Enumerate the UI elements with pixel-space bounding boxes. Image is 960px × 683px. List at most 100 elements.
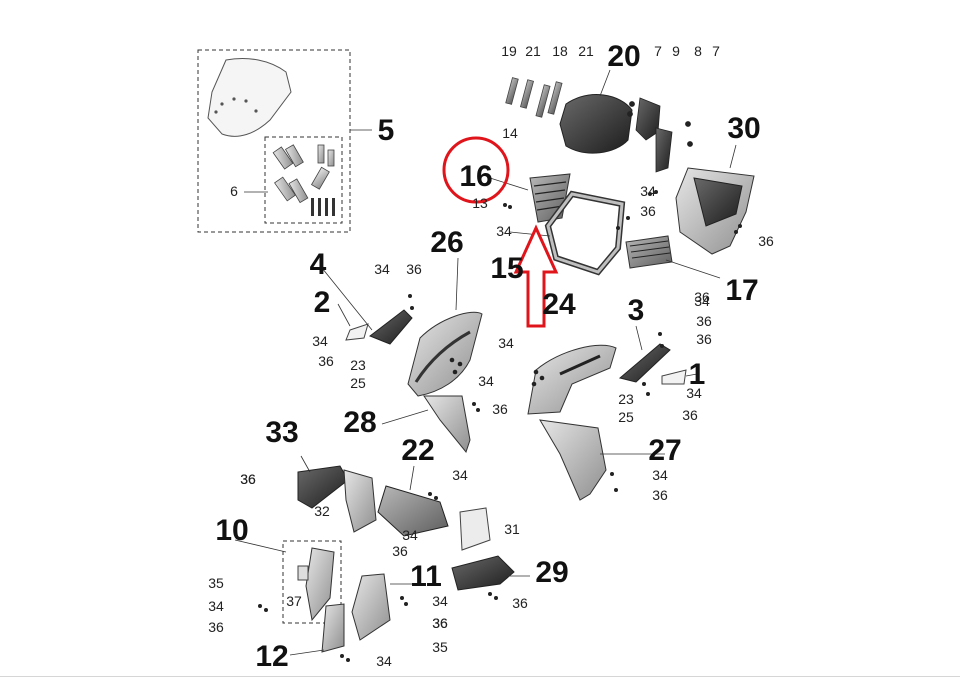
ref-number: 35 [208, 575, 224, 591]
part-27-lower-right [539, 419, 607, 501]
ref-number: 36 [758, 233, 774, 249]
ref-number: 34 [686, 385, 702, 401]
ref-number: 19 [501, 43, 517, 59]
part-15-frame-highlight [546, 192, 624, 274]
ref-number: 36 [240, 471, 256, 487]
ref-number: 34 [496, 223, 512, 239]
ref-number: 34 [452, 467, 468, 483]
ref-number: 34 [478, 373, 494, 389]
fasteners [258, 190, 742, 662]
callout-29: 29 [535, 556, 568, 589]
callout-20: 20 [607, 40, 640, 73]
part-28-lower-left [423, 395, 471, 454]
bottom-border [0, 676, 960, 677]
part-33-mudguard [297, 465, 349, 509]
part-32-cover [343, 469, 377, 533]
part-26-edge [414, 330, 471, 383]
callout-27: 27 [648, 434, 681, 467]
part-29-mudguard [451, 555, 515, 591]
leader-lines [234, 69, 737, 656]
callout-26: 26 [430, 226, 463, 259]
ref-number: 21 [578, 43, 594, 59]
part-22-floor [377, 485, 449, 537]
ref-number: 14 [502, 125, 518, 141]
ref-number: 25 [618, 409, 634, 425]
callout-1: 1 [689, 358, 706, 391]
part-16-slats [533, 181, 567, 211]
ref-number: 36 [432, 615, 448, 631]
ref-number: 36 [318, 353, 334, 369]
ref-number: 36 [682, 407, 698, 423]
part-7-9-8-brackets [627, 97, 693, 173]
ref-number: 34 [376, 653, 392, 669]
part-31-cover [459, 507, 491, 551]
callout-22: 22 [401, 434, 434, 467]
callout-10: 10 [215, 514, 248, 547]
ref-number: 7 [712, 43, 720, 59]
part-4-reflector [368, 309, 413, 345]
ref-number: 6 [230, 183, 238, 199]
callout-17: 17 [725, 274, 758, 307]
callout-28: 28 [343, 406, 376, 439]
part-24-edge [559, 354, 601, 376]
ref-number: 36 [652, 487, 668, 503]
ref-number: 36 [240, 471, 256, 487]
ref-number: 9 [672, 43, 680, 59]
callout-3: 3 [628, 294, 645, 327]
part-windscreen [207, 58, 292, 137]
highlight-arrow [513, 224, 559, 328]
ref-number: 34 [312, 333, 328, 349]
ref-number: 36 [694, 289, 710, 305]
highlight-circle [442, 136, 510, 204]
callout-11: 11 [410, 560, 442, 593]
part-2-lens [345, 323, 369, 341]
callout-24: 24 [542, 288, 576, 321]
ref-number: 31 [504, 521, 520, 537]
ref-number: 8 [694, 43, 702, 59]
callout-4: 4 [310, 248, 327, 281]
ref-number: 34 [694, 293, 710, 309]
ref-number: 34 [432, 593, 448, 609]
ref-number: 36 [696, 331, 712, 347]
ref-number: 36 [640, 203, 656, 219]
ref-number: 34 [374, 261, 390, 277]
callout-12: 12 [255, 640, 288, 673]
ref-number: 34 [498, 335, 514, 351]
ref-number: 34 [402, 527, 418, 543]
ref-number: 36 [406, 261, 422, 277]
callout-33: 33 [265, 416, 298, 449]
ref-number: 34 [652, 467, 668, 483]
ref-number: 23 [618, 391, 634, 407]
ref-number: 34 [640, 183, 656, 199]
part-26-left-panel [407, 311, 483, 397]
ref-number: 37 [286, 593, 302, 609]
ref-number: 36 [208, 619, 224, 635]
part-17-grille [625, 235, 673, 269]
part-20-visor [559, 94, 633, 154]
callout-30: 30 [727, 112, 760, 145]
callout-15: 15 [490, 252, 523, 285]
part-top-brackets [505, 77, 563, 118]
ref-number: 25 [350, 375, 366, 391]
ref-number: 36 [696, 313, 712, 329]
part-windscreen-fittings [272, 144, 335, 216]
windscreen-kit-box [197, 49, 351, 624]
ref-number: 13 [472, 195, 488, 211]
part-24-right-panel [527, 344, 617, 415]
part-1-lens [661, 369, 687, 385]
callout-2: 2 [314, 286, 331, 319]
ref-number: 18 [552, 43, 568, 59]
callout-5: 5 [378, 114, 395, 147]
ref-number: 35 [432, 639, 448, 655]
ref-number: 36 [492, 401, 508, 417]
part-3-reflector [618, 343, 671, 383]
ref-number: 36 [512, 595, 528, 611]
ref-number: 7 [654, 43, 662, 59]
part-11-panel [351, 573, 391, 641]
ref-number: 36 [432, 615, 448, 631]
ref-number: 36 [392, 543, 408, 559]
